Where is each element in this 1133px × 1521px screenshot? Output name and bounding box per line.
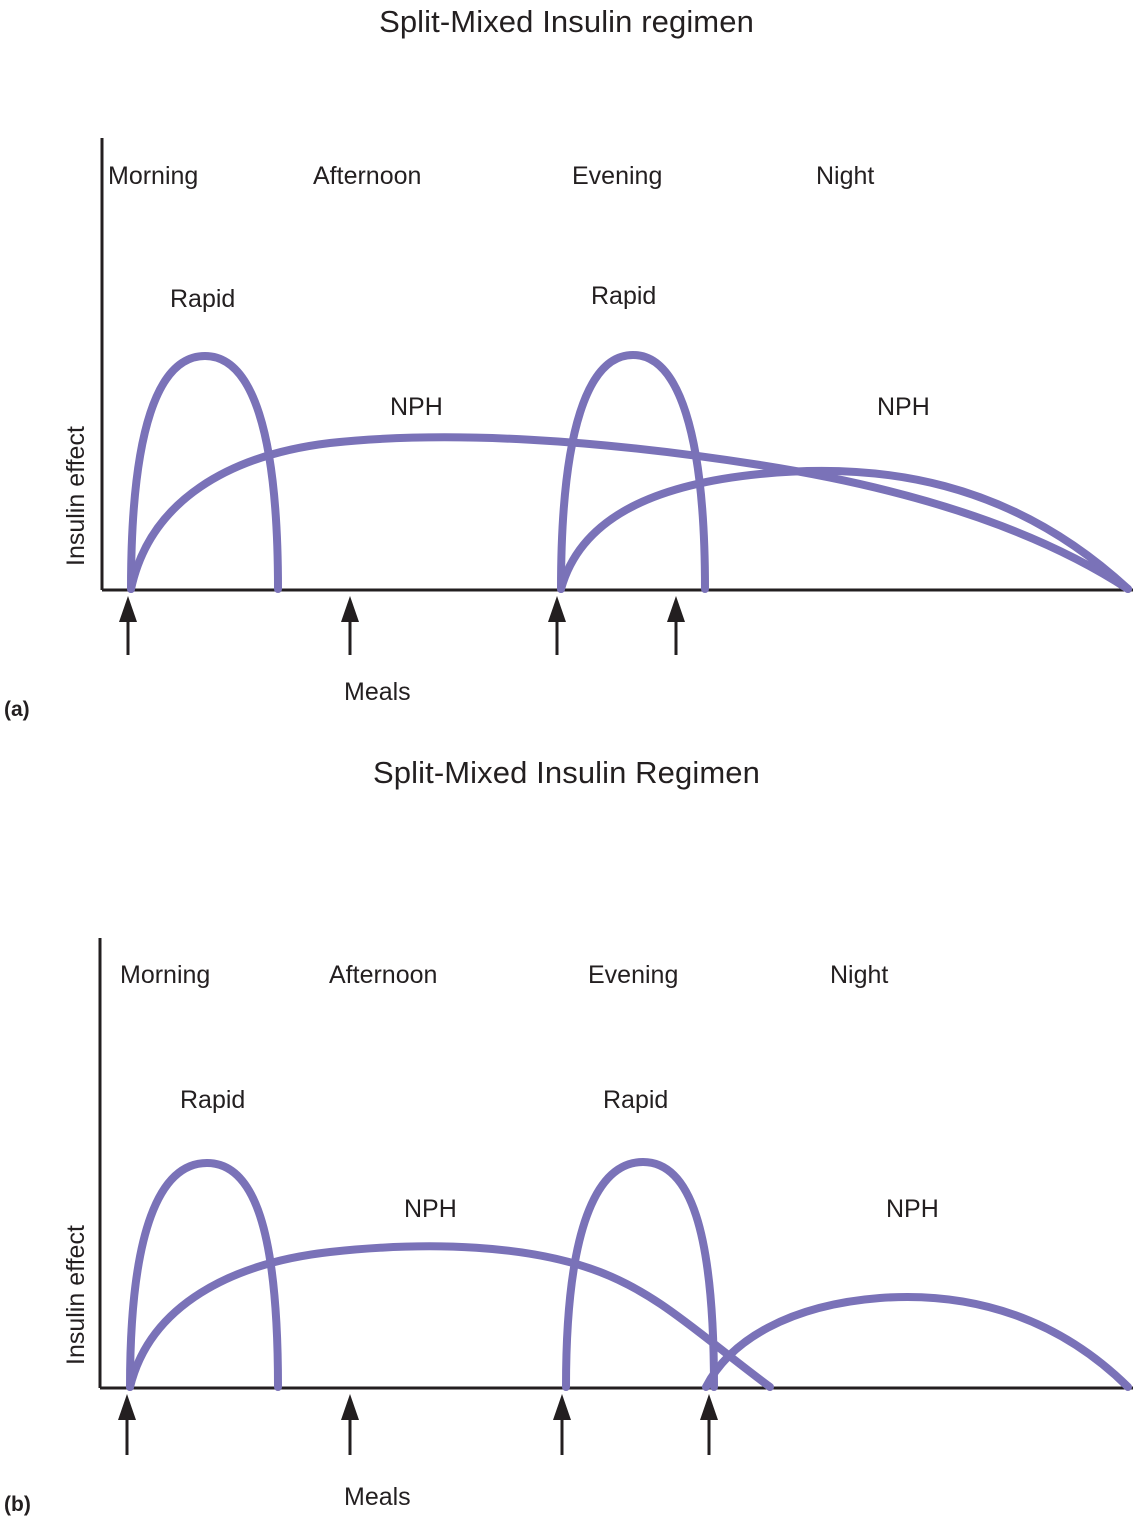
panel-b-meal-arrow — [341, 1394, 359, 1455]
panel-b-time-label-night: Night — [830, 961, 889, 989]
panel-b-time-label-evening: Evening — [588, 961, 679, 989]
panel-a-time-label-evening: Evening — [572, 162, 663, 190]
panel-a-curve-label-nph-evening: NPH — [877, 393, 930, 421]
panel-b-meal-arrow — [700, 1394, 718, 1455]
panel-b-curve-label-rapid-evening: Rapid — [603, 1086, 669, 1114]
panel-b-curve-rapid-morning — [126, 1158, 282, 1391]
panel-b-curve-nph-morning — [126, 1242, 774, 1391]
panel-a-title: Split-Mixed Insulin regimen — [379, 4, 754, 39]
panel-a-meal-arrow — [667, 596, 685, 655]
panel-a-curve-label-rapid-morning: Rapid — [170, 285, 236, 313]
panel-a-meal-arrow — [548, 596, 566, 655]
panel-b: Split-Mixed Insulin Regimen Insu — [0, 755, 1133, 1521]
panel-a-curve-rapid-morning — [127, 351, 282, 593]
panel-b-plot — [98, 938, 1133, 1455]
panel-a-meals-label: Meals — [344, 678, 411, 706]
panel-b-meals-label: Meals — [344, 1483, 411, 1511]
panel-a-curve-nph-morning — [127, 433, 1132, 593]
panel-b-curve-label-rapid-morning: Rapid — [180, 1086, 246, 1114]
panel-a-tag: (a) — [4, 698, 30, 721]
panel-b-tag: (b) — [4, 1493, 31, 1516]
panel-a-curve-rapid-evening — [557, 350, 709, 593]
panel-b-meal-arrow — [118, 1394, 136, 1455]
panel-b-curve-label-nph-evening: NPH — [886, 1195, 939, 1223]
panel-a-meal-arrow — [119, 596, 137, 655]
panel-b-y-axis-label: Insulin effect — [62, 1225, 90, 1365]
panel-b-time-label-morning: Morning — [120, 961, 211, 989]
panel-b-curve-rapid-evening — [562, 1157, 718, 1391]
panel-a: Split-Mixed Insulin regimen Insu — [0, 0, 1133, 760]
panel-a-curve-nph-evening — [557, 466, 1132, 593]
panel-a-plot — [100, 138, 1133, 655]
panel-a-y-axis-label: Insulin effect — [62, 426, 90, 566]
panel-a-curve-label-rapid-evening: Rapid — [591, 282, 657, 310]
panel-b-curve-nph-evening — [702, 1293, 1132, 1391]
panel-a-curve-label-nph-morning: NPH — [390, 393, 443, 421]
panel-b-time-label-afternoon: Afternoon — [329, 961, 438, 989]
panel-b-meal-arrow — [553, 1394, 571, 1455]
panel-a-time-label-night: Night — [816, 162, 875, 190]
panel-a-meal-arrow — [341, 596, 359, 655]
panel-b-title: Split-Mixed Insulin Regimen — [373, 755, 760, 790]
panel-b-curve-label-nph-morning: NPH — [404, 1195, 457, 1223]
panel-a-time-label-afternoon: Afternoon — [313, 162, 422, 190]
panel-a-time-label-morning: Morning — [108, 162, 199, 190]
